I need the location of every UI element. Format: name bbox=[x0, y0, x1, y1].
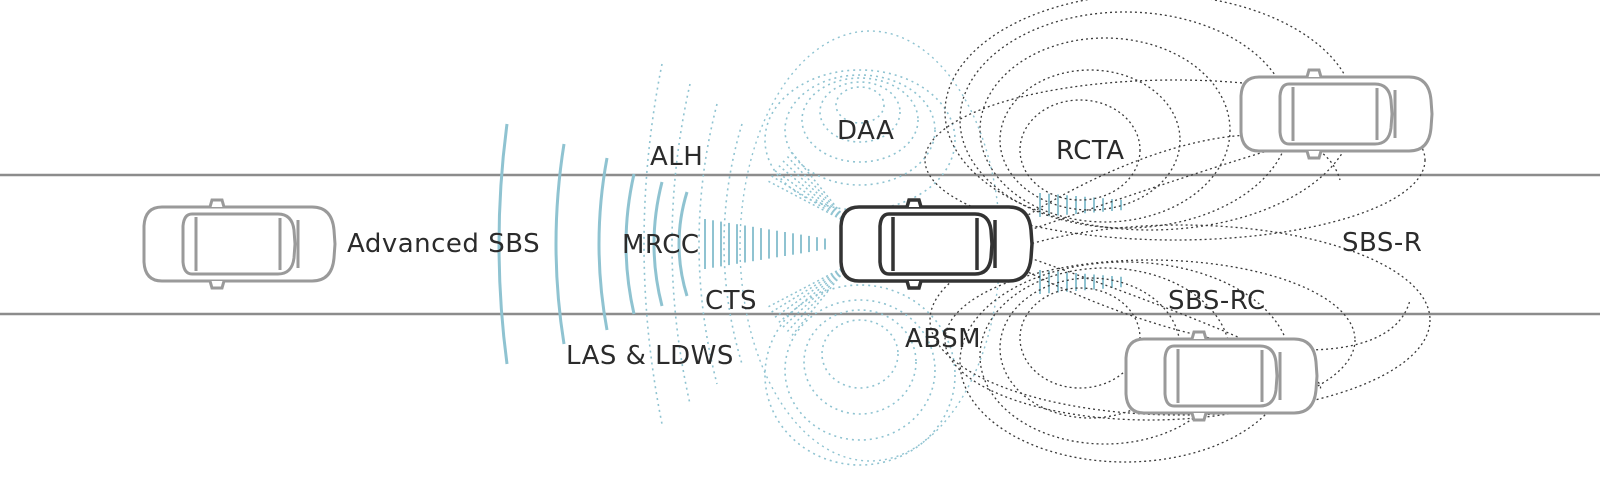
lane-sensor-arc bbox=[698, 103, 718, 385]
rcta-lobe bbox=[924, 79, 1426, 241]
radar-arc bbox=[652, 181, 664, 307]
radar-arc bbox=[554, 143, 566, 345]
camera-field-ellipse bbox=[835, 86, 885, 124]
camera-field-ellipse bbox=[784, 74, 936, 186]
label-alh: ALH bbox=[650, 142, 704, 172]
label-advanced-sbs: Advanced SBS bbox=[347, 229, 541, 259]
absm-lobe bbox=[929, 224, 1431, 416]
sensor-ray bbox=[781, 263, 851, 329]
sensor-ray bbox=[785, 154, 851, 225]
lane-sensor-arc bbox=[643, 63, 663, 425]
label-sbs-r: SBS-R bbox=[1342, 228, 1423, 258]
radar-arc bbox=[624, 173, 636, 315]
label-rcta: RCTA bbox=[1056, 136, 1125, 166]
sbs-r-arc bbox=[1029, 109, 1421, 231]
sensor-ray bbox=[765, 263, 851, 309]
radar-arc bbox=[497, 123, 509, 365]
label-las-ldws: LAS & LDWS bbox=[566, 341, 734, 371]
radar-arc bbox=[677, 191, 689, 297]
sensor-ray bbox=[765, 179, 851, 225]
camera-field-ellipse bbox=[819, 81, 901, 143]
sensor-ray bbox=[769, 263, 851, 314]
rcta-lobe bbox=[999, 69, 1181, 211]
sensor-ray bbox=[773, 263, 851, 319]
camera-field-ellipse bbox=[821, 319, 899, 389]
absm-lobe bbox=[944, 259, 1356, 421]
sbs-r-arc bbox=[1019, 134, 1341, 221]
sensor-ray bbox=[785, 263, 851, 334]
sensor-ray bbox=[777, 164, 851, 225]
car-left-icon bbox=[142, 198, 337, 290]
rcta-lobe bbox=[1019, 99, 1141, 201]
camera-field-ellipse bbox=[784, 299, 936, 441]
camera-field-ellipse bbox=[764, 69, 956, 211]
label-cts: CTS bbox=[705, 286, 758, 316]
radar-arc bbox=[597, 157, 609, 331]
camera-field-ellipse bbox=[801, 77, 919, 163]
camera-field-ellipse bbox=[803, 309, 917, 415]
cars-layer bbox=[142, 68, 1434, 422]
absm-lobe bbox=[1019, 287, 1141, 389]
label-absm: ABSM bbox=[905, 324, 982, 354]
lane-sensor-arc bbox=[671, 83, 691, 405]
sensor-ray bbox=[789, 149, 851, 225]
sensor-ray bbox=[777, 263, 851, 324]
label-daa: DAA bbox=[837, 116, 895, 146]
car-bottom-right-icon bbox=[1124, 330, 1319, 422]
sensor-ray bbox=[769, 174, 851, 225]
road-lines bbox=[0, 173, 1600, 316]
rcta-lobe bbox=[979, 37, 1231, 223]
label-sbs-rc: SBS-RC bbox=[1168, 286, 1266, 316]
sbs-r-arc bbox=[1019, 267, 1411, 351]
lane-sensor-arc bbox=[723, 123, 743, 365]
camera-field-ellipse bbox=[764, 284, 956, 466]
label-mrcc: MRCC bbox=[622, 230, 700, 260]
sensor-ray bbox=[773, 169, 851, 225]
sensor-ray bbox=[781, 159, 851, 225]
sensor-ray bbox=[789, 263, 851, 339]
ego-car-icon bbox=[839, 198, 1034, 290]
car-top-right-icon bbox=[1239, 68, 1434, 160]
